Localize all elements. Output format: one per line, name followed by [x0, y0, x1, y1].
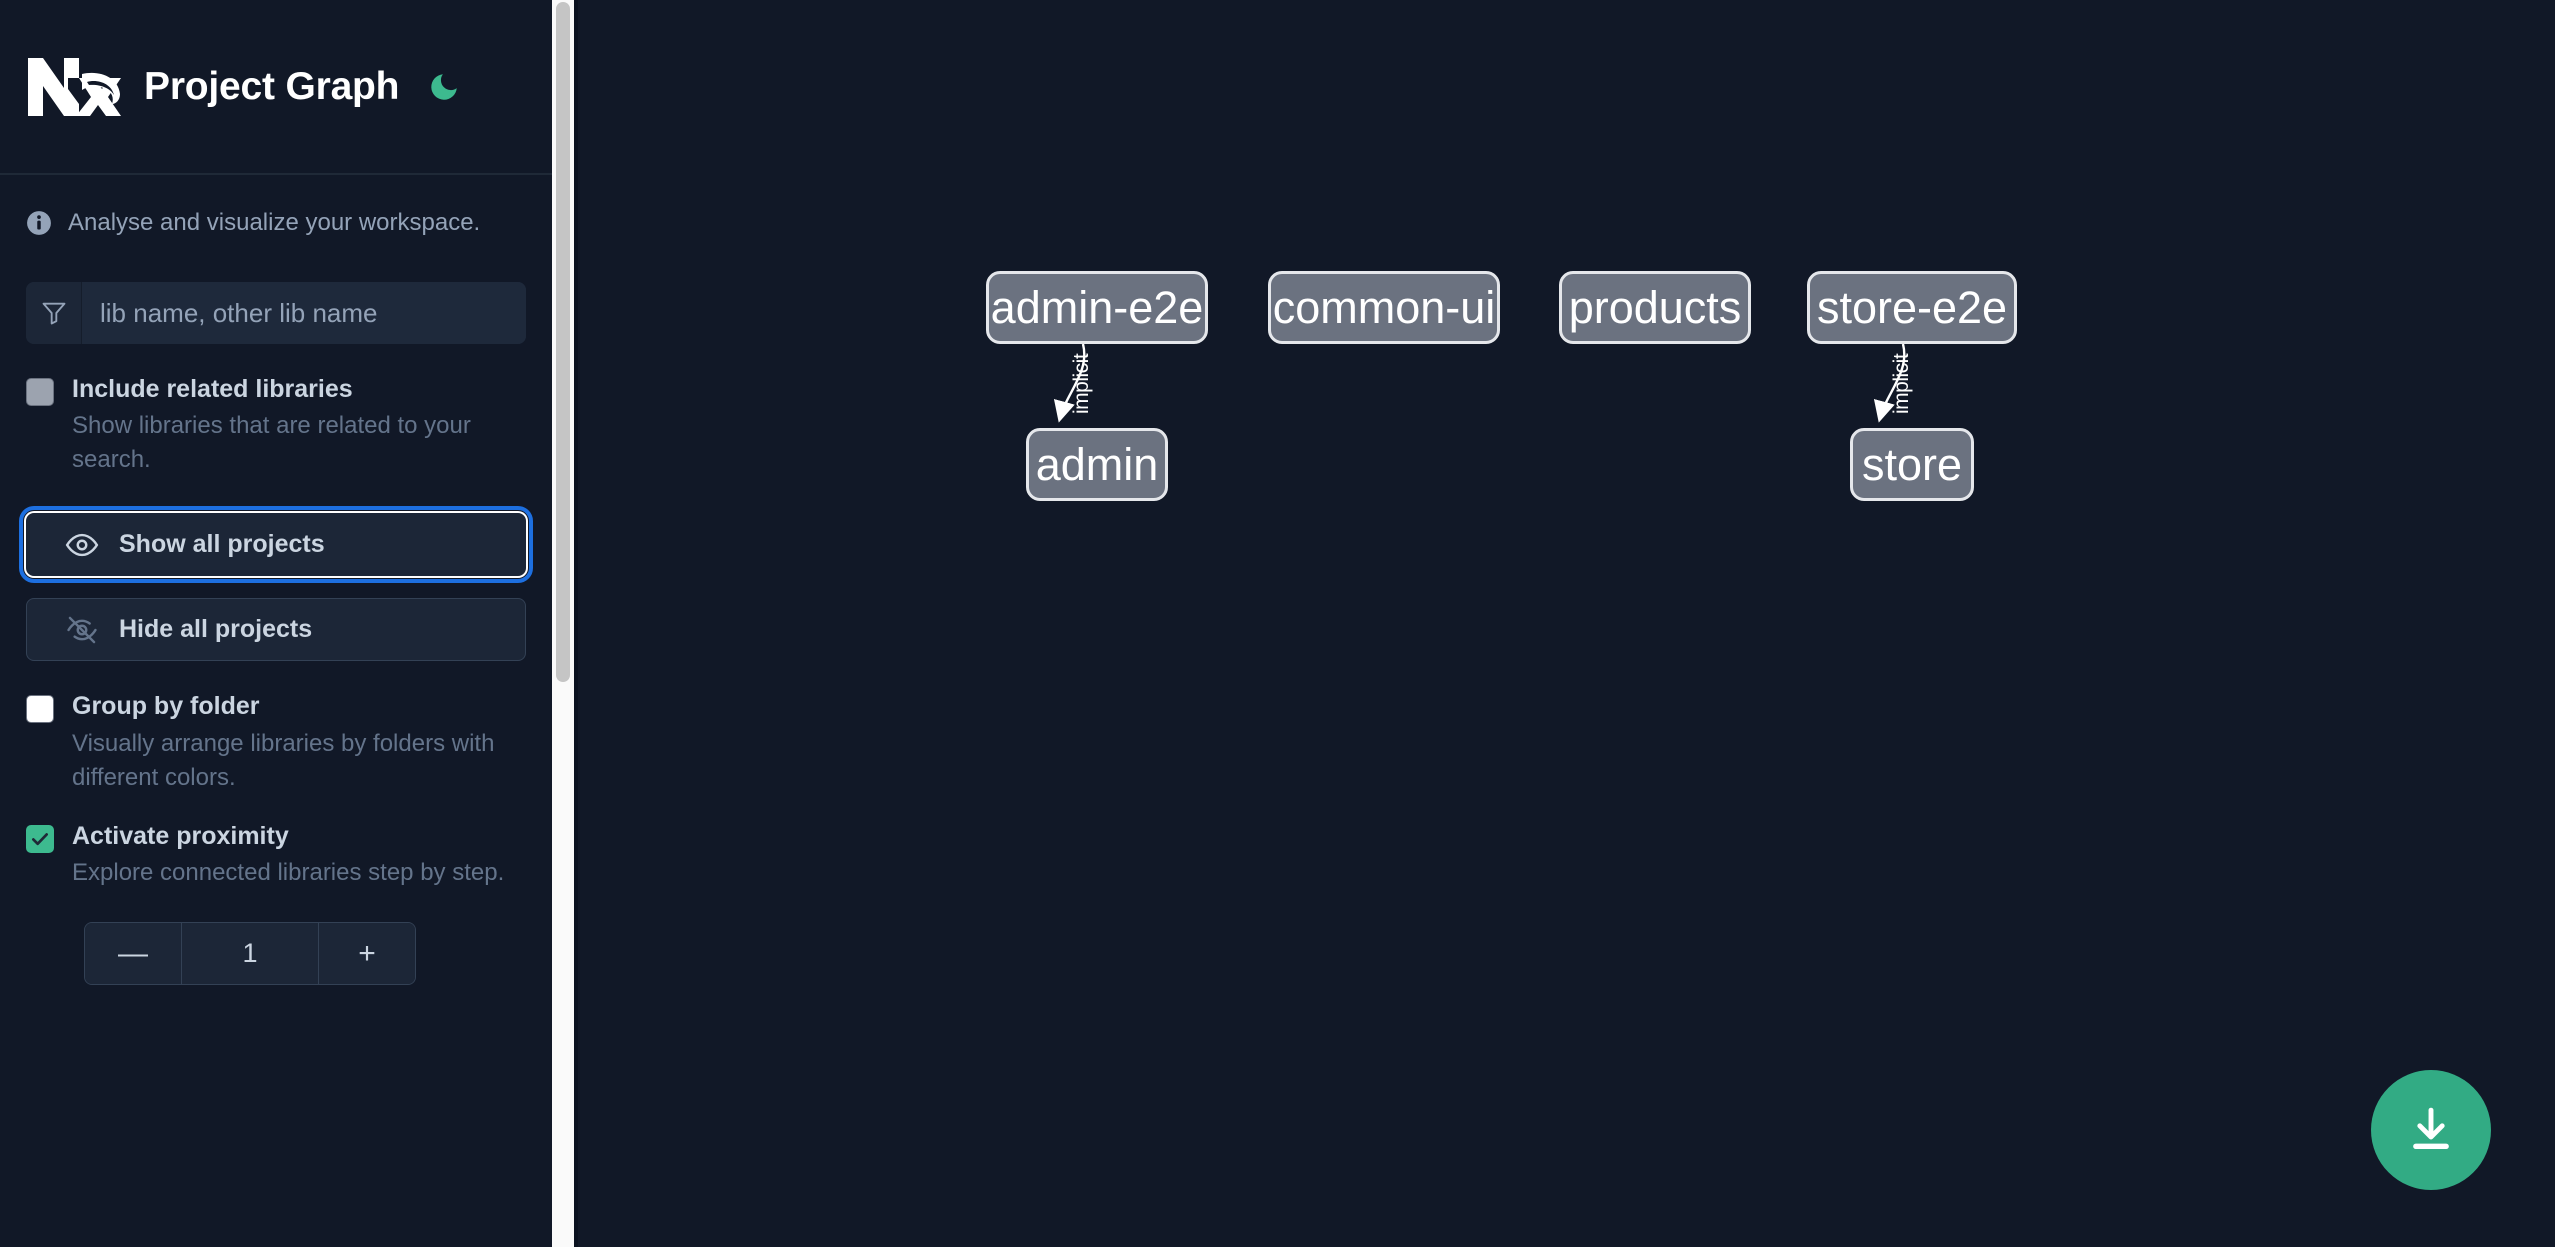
option-texts: Activate proximity Explore connected lib…: [72, 821, 504, 890]
graph-node-store-e2e[interactable]: store-e2e: [1807, 271, 2017, 344]
download-button[interactable]: [2371, 1070, 2491, 1190]
option-texts: Include related libraries Show libraries…: [72, 374, 526, 477]
tagline-text: Analyse and visualize your workspace.: [68, 208, 481, 236]
tagline: Analyse and visualize your workspace.: [0, 175, 552, 270]
sidebar-scrollbar-track[interactable]: [552, 0, 574, 1247]
proximity-value: 1: [182, 923, 318, 985]
visibility-button-group: Show all projects Hide all projects: [19, 506, 533, 662]
moon-icon[interactable]: [425, 68, 463, 106]
option-description: Show libraries that are related to your …: [72, 412, 471, 474]
project-graph-canvas[interactable]: implicit implicit admin-e2e common-ui pr…: [578, 0, 2555, 1247]
option-title: Group by folder: [72, 692, 260, 721]
graph-node-store[interactable]: store: [1850, 428, 1974, 501]
page-title: Project Graph: [144, 64, 400, 108]
option-description: Visually arrange libraries by folders wi…: [72, 729, 495, 791]
moon-icon-svg: [431, 73, 458, 100]
sidebar-body: Include related libraries Show libraries…: [0, 282, 552, 986]
show-all-projects-button[interactable]: Show all projects: [19, 506, 533, 584]
group-by-folder-checkbox[interactable]: [26, 695, 54, 724]
option-include-related-libraries[interactable]: Include related libraries Show libraries…: [26, 374, 526, 477]
filter-field[interactable]: [26, 282, 526, 344]
include-related-libraries-checkbox[interactable]: [26, 378, 54, 406]
search-input[interactable]: [82, 282, 526, 344]
graph-node-products[interactable]: products: [1559, 271, 1751, 344]
graph-edges: [1053, 343, 1906, 423]
show-all-projects-label: Show all projects: [119, 530, 325, 559]
download-icon: [2413, 1107, 2449, 1150]
edge-label-admin: implicit: [1070, 353, 1093, 414]
option-texts: Group by folder Visually arrange librari…: [72, 691, 526, 794]
edge-label-store: implicit: [1890, 353, 1913, 414]
option-activate-proximity[interactable]: Activate proximity Explore connected lib…: [26, 821, 526, 890]
nx-logo-icon: [28, 57, 121, 116]
sidebar: Project Graph Analyse and visualize your…: [0, 0, 552, 1247]
sidebar-divider: [574, 0, 578, 1247]
option-title: Include related libraries: [72, 375, 353, 403]
option-group-by-folder[interactable]: Group by folder Visually arrange librari…: [26, 691, 526, 794]
activate-proximity-checkbox[interactable]: [26, 824, 54, 853]
eye-off-icon: [67, 616, 97, 644]
hide-all-projects-label: Hide all projects: [119, 615, 313, 644]
eye-icon: [65, 533, 99, 557]
hide-all-projects-button[interactable]: Hide all projects: [26, 598, 526, 662]
sidebar-header: Project Graph: [0, 0, 552, 175]
proximity-decrement-button[interactable]: —: [85, 923, 182, 985]
graph-node-admin[interactable]: admin: [1026, 428, 1168, 501]
info-icon: [27, 210, 51, 235]
graph-node-common-ui[interactable]: common-ui: [1268, 271, 1500, 344]
proximity-stepper: — 1 +: [84, 922, 416, 986]
option-description: Explore connected libraries step by step…: [72, 859, 505, 887]
check-icon: [32, 832, 49, 845]
sidebar-scrollbar-thumb[interactable]: [556, 2, 570, 682]
proximity-increment-button[interactable]: +: [318, 923, 415, 985]
funnel-icon: [26, 282, 82, 344]
funnel-icon-svg: [42, 302, 65, 325]
graph-node-admin-e2e[interactable]: admin-e2e: [986, 271, 1208, 344]
option-title: Activate proximity: [72, 821, 289, 850]
